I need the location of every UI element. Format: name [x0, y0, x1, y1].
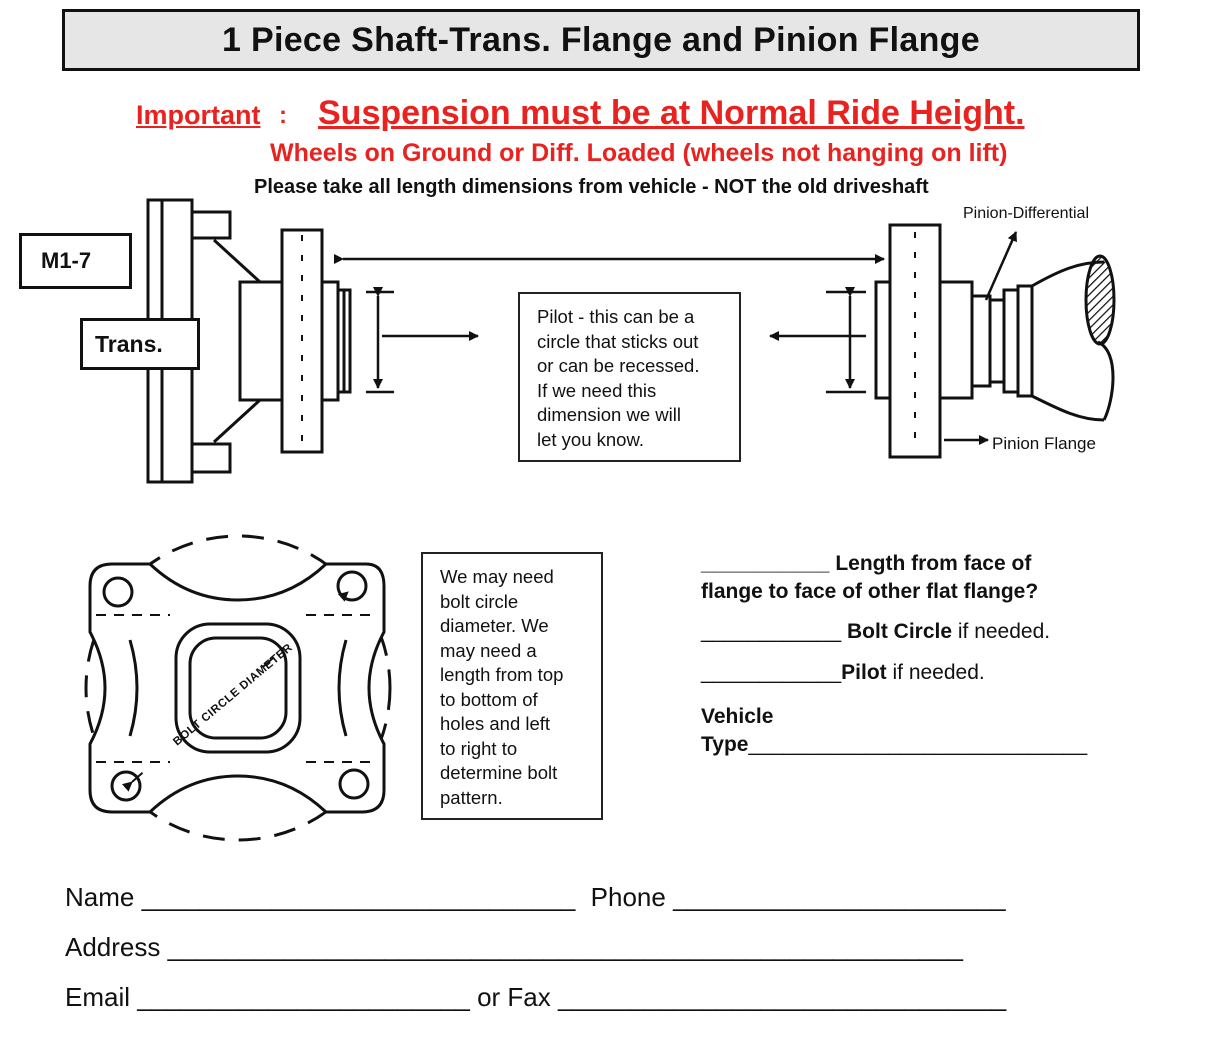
- bolt-note-line: holes and left: [440, 713, 551, 734]
- bolt-note-line: diameter. We: [440, 615, 549, 636]
- pilot-note-line: or can be recessed.: [537, 355, 700, 376]
- important-ride-height: Suspension must be at Normal Ride Height…: [318, 94, 1025, 132]
- important-label: Important: [136, 100, 261, 130]
- pilot-note-line: circle that sticks out: [537, 330, 699, 352]
- pilot-note: Pilot - this can be a circle that sticks…: [518, 292, 741, 462]
- measurement-instruction: Please take all length dimensions from v…: [254, 176, 929, 198]
- important-colon: :: [279, 102, 287, 129]
- pilot-question[interactable]: ____________Pilot if needed.: [701, 661, 985, 685]
- phone-label: Phone: [590, 882, 666, 912]
- pilot-note-line: If we need this: [537, 379, 657, 401]
- bolt-pattern-drawing: [84, 534, 392, 842]
- title-banner: 1 Piece Shaft-Trans. Flange and Pinion F…: [62, 9, 1140, 71]
- pilot-note-line: let you know.: [537, 428, 644, 450]
- bolt-circle-rest: if needed.: [952, 620, 1051, 643]
- bolt-note-line: We may need: [440, 566, 554, 587]
- bolt-note-line: to right to: [440, 737, 518, 759]
- name-label: Name: [65, 882, 135, 912]
- fax-field[interactable]: _______________________________: [558, 982, 1007, 1012]
- phone-field[interactable]: _______________________: [673, 882, 1006, 912]
- page-title: 1 Piece Shaft-Trans. Flange and Pinion F…: [222, 20, 980, 59]
- email-label: Email: [65, 982, 131, 1012]
- pilot-blank[interactable]: ____________: [701, 661, 842, 684]
- pilot-note-line: dimension we will: [537, 404, 681, 425]
- vehicle-type-blank[interactable]: _____________________________: [748, 733, 1088, 756]
- bolt-circle-blank[interactable]: ____________: [701, 620, 847, 643]
- pinion-flange-drawing: [874, 223, 1116, 459]
- bolt-note-line: to bottom of: [440, 688, 538, 710]
- email-field[interactable]: _______________________: [137, 982, 470, 1012]
- bolt-note-line: pattern.: [440, 786, 503, 808]
- fax-label: or Fax: [477, 982, 551, 1012]
- trans-label: Trans.: [95, 330, 163, 357]
- address-label: Address: [65, 932, 161, 962]
- vehicle-label: Vehicle: [701, 705, 774, 728]
- model-code: M1-7: [41, 248, 92, 273]
- pilot-term: Pilot: [841, 661, 887, 684]
- model-code-badge: M1-7: [19, 233, 132, 289]
- bolt-note-line: may need a: [440, 639, 537, 661]
- bolt-circle-note: We may need bolt circle diameter. We may…: [421, 552, 603, 820]
- dimension-arrows: [334, 231, 1018, 445]
- type-label: Type: [701, 733, 749, 756]
- length-question[interactable]: ___________ Length from face of flange t…: [701, 550, 1038, 606]
- length-text: Length from face of: [829, 552, 1032, 575]
- bolt-circle-term: Bolt Circle: [847, 620, 953, 643]
- trans-label-box: Trans.: [80, 318, 200, 370]
- pilot-rest: if needed.: [886, 661, 985, 684]
- bolt-note-line: determine bolt: [440, 762, 558, 783]
- length-text-2: flange to face of other flat flange?: [701, 580, 1039, 603]
- name-phone-row: Name ______________________________ Phon…: [65, 882, 1006, 913]
- bolt-note-line: bolt circle: [440, 590, 519, 612]
- bolt-note-line: length from top: [440, 664, 564, 685]
- bolt-circle-question[interactable]: ____________ Bolt Circle if needed.: [701, 620, 1050, 644]
- vehicle-type-question[interactable]: Vehicle Type____________________________…: [701, 703, 1087, 759]
- address-row: Address ________________________________…: [65, 932, 963, 963]
- length-blank[interactable]: ___________: [701, 552, 830, 575]
- pilot-note-line: Pilot - this can be a: [537, 306, 695, 327]
- name-field[interactable]: ______________________________: [141, 882, 576, 912]
- important-wheels-note: Wheels on Ground or Diff. Loaded (wheels…: [270, 139, 1008, 167]
- pinion-flange-label: Pinion Flange: [992, 434, 1096, 453]
- email-fax-row: Email _______________________ or Fax ___…: [65, 982, 1006, 1013]
- address-field[interactable]: ________________________________________…: [167, 932, 963, 962]
- pinion-differential-label: Pinion-Differential: [963, 205, 1089, 222]
